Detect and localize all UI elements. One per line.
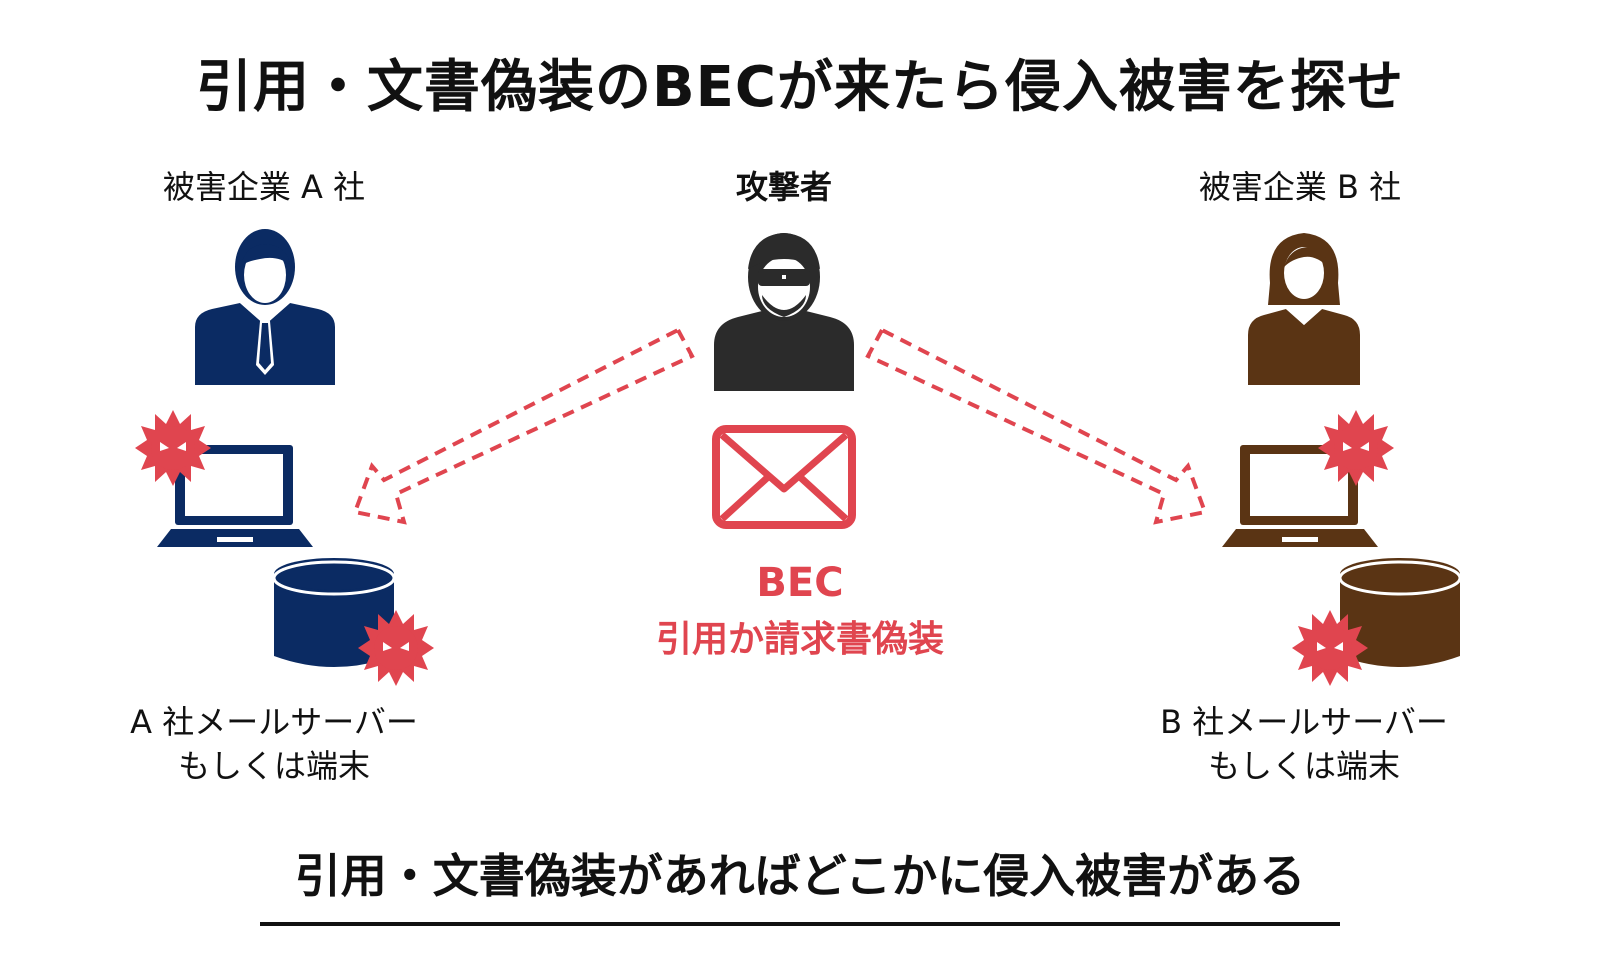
victim-a-caption-line2: もしくは端末 xyxy=(177,747,370,785)
hooded-hacker-icon xyxy=(714,233,854,391)
victim-a-caption-line1: A 社メールサーバー xyxy=(130,703,418,741)
page-title: 引用・文書偽装のBECが来たら侵入被害を探せ xyxy=(195,55,1405,120)
victim-b-label: 被害企業 B 社 xyxy=(1198,168,1402,206)
laptop-icon xyxy=(157,445,313,547)
bec-title: BEC xyxy=(756,560,844,606)
virus-icon xyxy=(135,410,211,486)
conclusion-text: 引用・文書偽装があればどこかに侵入被害がある xyxy=(294,849,1306,903)
virus-icon xyxy=(1318,410,1394,486)
victim-b-caption: B 社メールサーバー もしくは端末 xyxy=(1104,700,1504,788)
attacker-label: 攻撃者 xyxy=(735,168,832,206)
conclusion-underline xyxy=(260,922,1340,926)
envelope-icon xyxy=(712,425,856,529)
victim-a-caption: A 社メールサーバー もしくは端末 xyxy=(74,700,474,788)
victim-a-label: 被害企業 A 社 xyxy=(162,168,366,206)
database-icon xyxy=(1338,558,1462,667)
businesswoman-icon xyxy=(1248,233,1360,385)
database-icon xyxy=(272,558,396,667)
virus-icon xyxy=(358,610,434,686)
victim-b-caption-line1: B 社メールサーバー xyxy=(1160,703,1448,741)
bec-label: BEC 引用か請求書偽装 xyxy=(600,560,1000,662)
businessman-icon xyxy=(195,229,335,385)
virus-icon xyxy=(1292,610,1368,686)
bec-subtitle: 引用か請求書偽装 xyxy=(655,619,944,660)
victim-b-caption-line2: もしくは端末 xyxy=(1207,747,1400,785)
